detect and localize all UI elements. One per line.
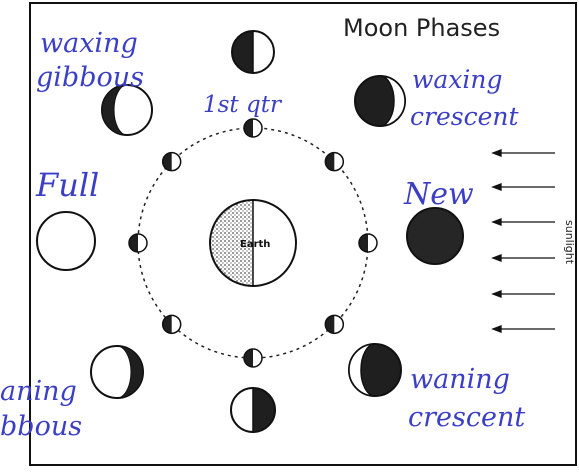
orbit-moon-right	[359, 234, 377, 252]
label-waxing-crescent-line2: crescent	[410, 102, 519, 131]
label-first-quarter: 1st qtr	[203, 92, 283, 118]
orbit-moon-top	[244, 119, 262, 137]
earth-label: Earth	[240, 239, 270, 250]
moon-waxing-crescent	[355, 76, 405, 126]
label-full: Full	[35, 166, 99, 204]
orbit-moon-upper-right	[325, 153, 343, 171]
label-waning-crescent-line1: waning	[410, 364, 510, 395]
label-waning-crescent-line2: crescent	[408, 402, 525, 433]
moon-first-quarter	[232, 31, 274, 73]
orbit-moon-lower-left	[163, 315, 181, 333]
moon-last-quarter	[231, 388, 275, 432]
moon-full	[37, 212, 95, 270]
label-waxing-crescent-line1: waxing	[412, 65, 503, 94]
earth: Earth	[210, 200, 296, 286]
label-waxing-gibbous-line1: waxing	[40, 28, 138, 59]
label-new: New	[403, 177, 474, 212]
moon-waning-gibbous	[91, 346, 143, 398]
orbit-moon-lower-right	[325, 315, 343, 333]
label-waning-gibbous-line1: aning	[0, 376, 77, 407]
moon-new	[407, 208, 463, 264]
sunlight-arrows	[493, 150, 555, 332]
sunlight-label: sunlight	[563, 220, 576, 265]
label-waxing-gibbous-line2: gibbous	[36, 62, 144, 93]
diagram-title: Moon Phases	[343, 14, 500, 42]
moon-waning-crescent	[349, 344, 401, 396]
orbit-moon-left	[129, 234, 147, 252]
orbit-moon-upper-left	[163, 153, 181, 171]
label-waning-gibbous-line2: bbous	[0, 411, 82, 442]
orbit-moon-bottom	[244, 349, 262, 367]
